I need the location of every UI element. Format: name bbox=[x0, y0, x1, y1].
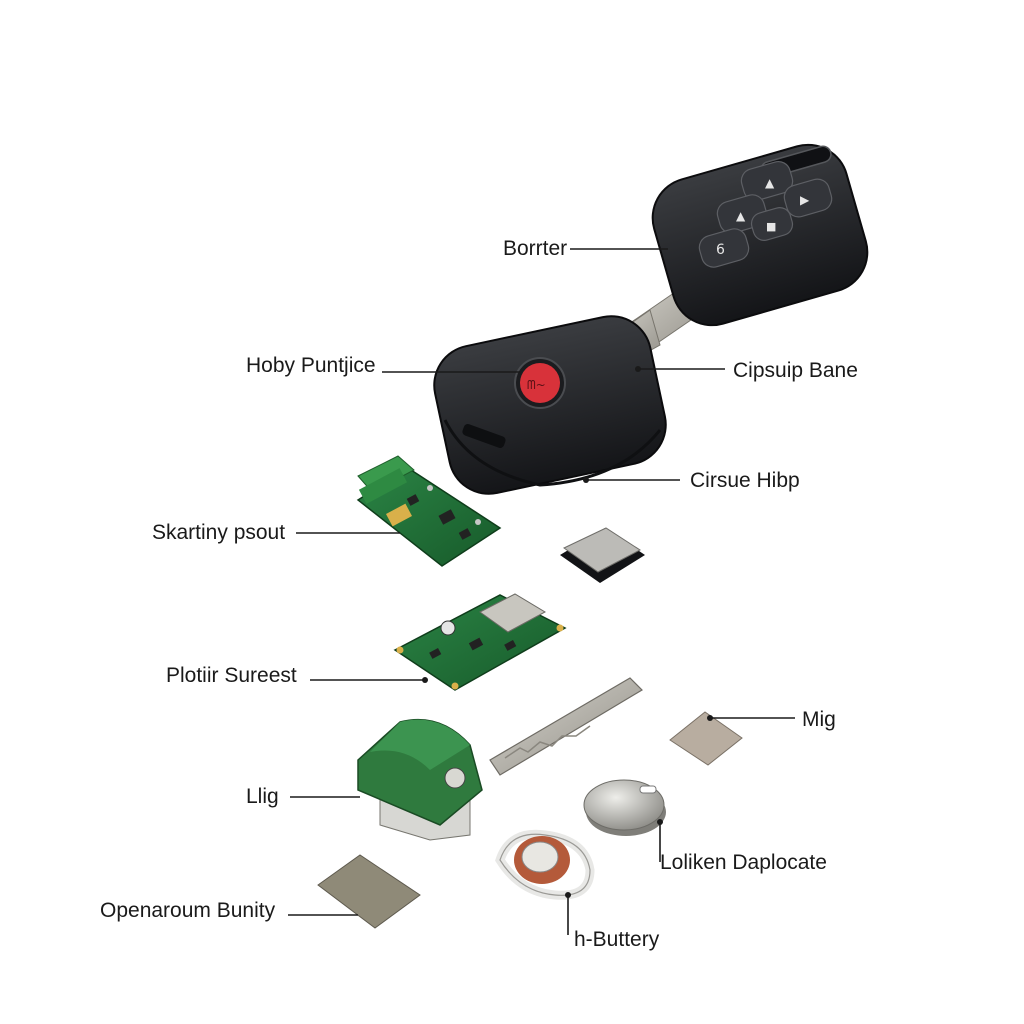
remote-button-group: ▲ ▶ ▲ ■ 6 bbox=[698, 160, 833, 268]
green-connector-block bbox=[357, 718, 483, 841]
svg-text:▶: ▶ bbox=[800, 193, 810, 207]
label-upper-board: Skartiny psout bbox=[152, 521, 285, 544]
svg-text:▲: ▲ bbox=[736, 209, 746, 223]
label-main-board: Plotiir Sureest bbox=[166, 664, 297, 687]
svg-text:ᗰ~: ᗰ~ bbox=[527, 378, 546, 392]
label-battery-clip: h-Buttery bbox=[574, 928, 660, 951]
label-metal-tab: Mig bbox=[802, 708, 836, 731]
label-coin-battery: Loliken Daplocate bbox=[660, 851, 827, 874]
label-transponder-head: Hoby Puntjice bbox=[246, 354, 376, 377]
battery-clip bbox=[495, 829, 595, 900]
label-key-blade-holder: Cipsuip Bane bbox=[733, 359, 858, 382]
transponder-head: ᗰ~ bbox=[433, 309, 667, 495]
label-pad: Openaroum Bunity bbox=[100, 899, 276, 922]
svg-text:■: ■ bbox=[766, 220, 776, 233]
coin-battery bbox=[583, 779, 666, 836]
label-key-fob: Borrter bbox=[503, 237, 567, 260]
upper-circuit-board bbox=[356, 455, 502, 567]
label-case-bottom: Cirsue Hibp bbox=[690, 469, 800, 492]
foam-pad bbox=[560, 527, 645, 583]
main-circuit-board bbox=[393, 593, 567, 691]
svg-text:6: 6 bbox=[716, 242, 725, 258]
svg-text:▲: ▲ bbox=[765, 176, 775, 190]
square-pad bbox=[317, 854, 421, 929]
metal-tab bbox=[669, 711, 743, 766]
leader-lines bbox=[288, 248, 795, 935]
key-blade bbox=[489, 677, 643, 776]
label-green-connector: Llig bbox=[246, 785, 279, 808]
remote-key-fob: ▲ ▶ ▲ ■ 6 bbox=[619, 143, 869, 356]
